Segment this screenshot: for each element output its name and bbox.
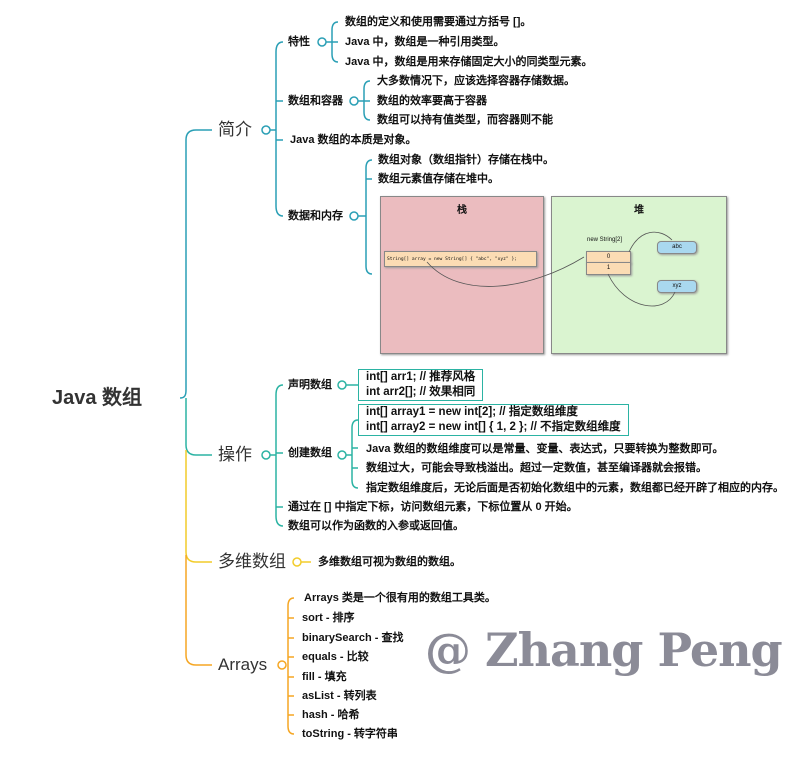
heap-value: abc bbox=[657, 241, 697, 254]
watermark: @ Zhang Peng bbox=[425, 623, 783, 677]
container-item: 数组可以持有值类型，而容器则不能 bbox=[377, 114, 553, 126]
memory-item: 数组对象（数组指针）存储在栈中。 bbox=[378, 154, 554, 166]
trait-item: 数组的定义和使用需要通过方括号 []。 bbox=[345, 16, 532, 28]
arrays-item: asList - 转列表 bbox=[302, 690, 377, 702]
stack-panel: 栈 bbox=[380, 196, 544, 354]
create-item: Java 数组的数组维度可以是常量、变量、表达式，只要转换为整数即可。 bbox=[366, 443, 724, 455]
arrays-item: Arrays 类是一个很有用的数组工具类。 bbox=[304, 592, 496, 604]
array-label: new String[2] bbox=[587, 237, 623, 243]
root-topic[interactable]: Java 数组 bbox=[52, 387, 143, 409]
create-code-box: int[] array1 = new int[2]; // 指定数组维度 int… bbox=[358, 404, 629, 436]
ops-item: 数组可以作为函数的入参或返回值。 bbox=[288, 520, 464, 532]
ops-item: 通过在 [] 中指定下标，访问数组元素，下标位置从 0 开始。 bbox=[288, 501, 578, 513]
heap-panel: 堆 bbox=[551, 196, 727, 354]
code-line: int arr2[]; // 效果相同 bbox=[366, 386, 476, 398]
declare-code-box: int[] arr1; // 推荐风格 int arr2[]; // 效果相同 bbox=[358, 369, 484, 401]
topic-operations[interactable]: 操作 bbox=[218, 445, 252, 464]
create-item: 数组过大，可能会导致栈溢出。超过一定数值，甚至编译器就会报错。 bbox=[366, 462, 707, 474]
heap-title: 堆 bbox=[634, 205, 644, 216]
subtopic-create[interactable]: 创建数组 bbox=[288, 447, 332, 459]
intro-essence: Java 数组的本质是对象。 bbox=[290, 134, 417, 146]
code-line: int[] array2 = new int[] { 1, 2 }; // 不指… bbox=[366, 421, 621, 433]
topic-multidimensional[interactable]: 多维数组 bbox=[218, 552, 286, 571]
arrays-item: hash - 哈希 bbox=[302, 709, 360, 721]
container-item: 大多数情况下，应该选择容器存储数据。 bbox=[377, 75, 575, 87]
stack-code: String[] array = new String[] { "abc", "… bbox=[384, 251, 537, 267]
create-item: 指定数组维度后，无论后面是否初始化数组中的元素，数组都已经开辟了相应的内存。 bbox=[366, 482, 784, 494]
subtopic-declare[interactable]: 声明数组 bbox=[288, 379, 332, 391]
multi-item: 多维数组可视为数组的数组。 bbox=[318, 556, 461, 568]
container-item: 数组的效率要高于容器 bbox=[377, 95, 487, 107]
code-line: int[] array1 = new int[2]; // 指定数组维度 bbox=[366, 406, 578, 418]
topic-intro[interactable]: 简介 bbox=[218, 120, 252, 139]
arrays-item: equals - 比较 bbox=[302, 651, 369, 663]
subtopic-traits[interactable]: 特性 bbox=[288, 36, 310, 48]
trait-item: Java 中，数组是一种引用类型。 bbox=[345, 36, 505, 48]
subtopic-memory[interactable]: 数据和内存 bbox=[288, 210, 343, 222]
arrays-item: toString - 转字符串 bbox=[302, 728, 398, 740]
trait-item: Java 中，数组是用来存储固定大小的同类型元素。 bbox=[345, 56, 593, 68]
code-line: int[] arr1; // 推荐风格 bbox=[366, 371, 476, 383]
heap-value: xyz bbox=[657, 280, 697, 293]
memory-item: 数组元素值存储在堆中。 bbox=[378, 173, 499, 185]
arrays-item: fill - 填充 bbox=[302, 671, 347, 683]
arrays-item: sort - 排序 bbox=[302, 612, 355, 624]
topic-arrays[interactable]: Arrays bbox=[218, 655, 268, 674]
subtopic-containers[interactable]: 数组和容器 bbox=[288, 95, 343, 107]
arrays-item: binarySearch - 查找 bbox=[302, 632, 404, 644]
stack-title: 栈 bbox=[457, 205, 467, 216]
